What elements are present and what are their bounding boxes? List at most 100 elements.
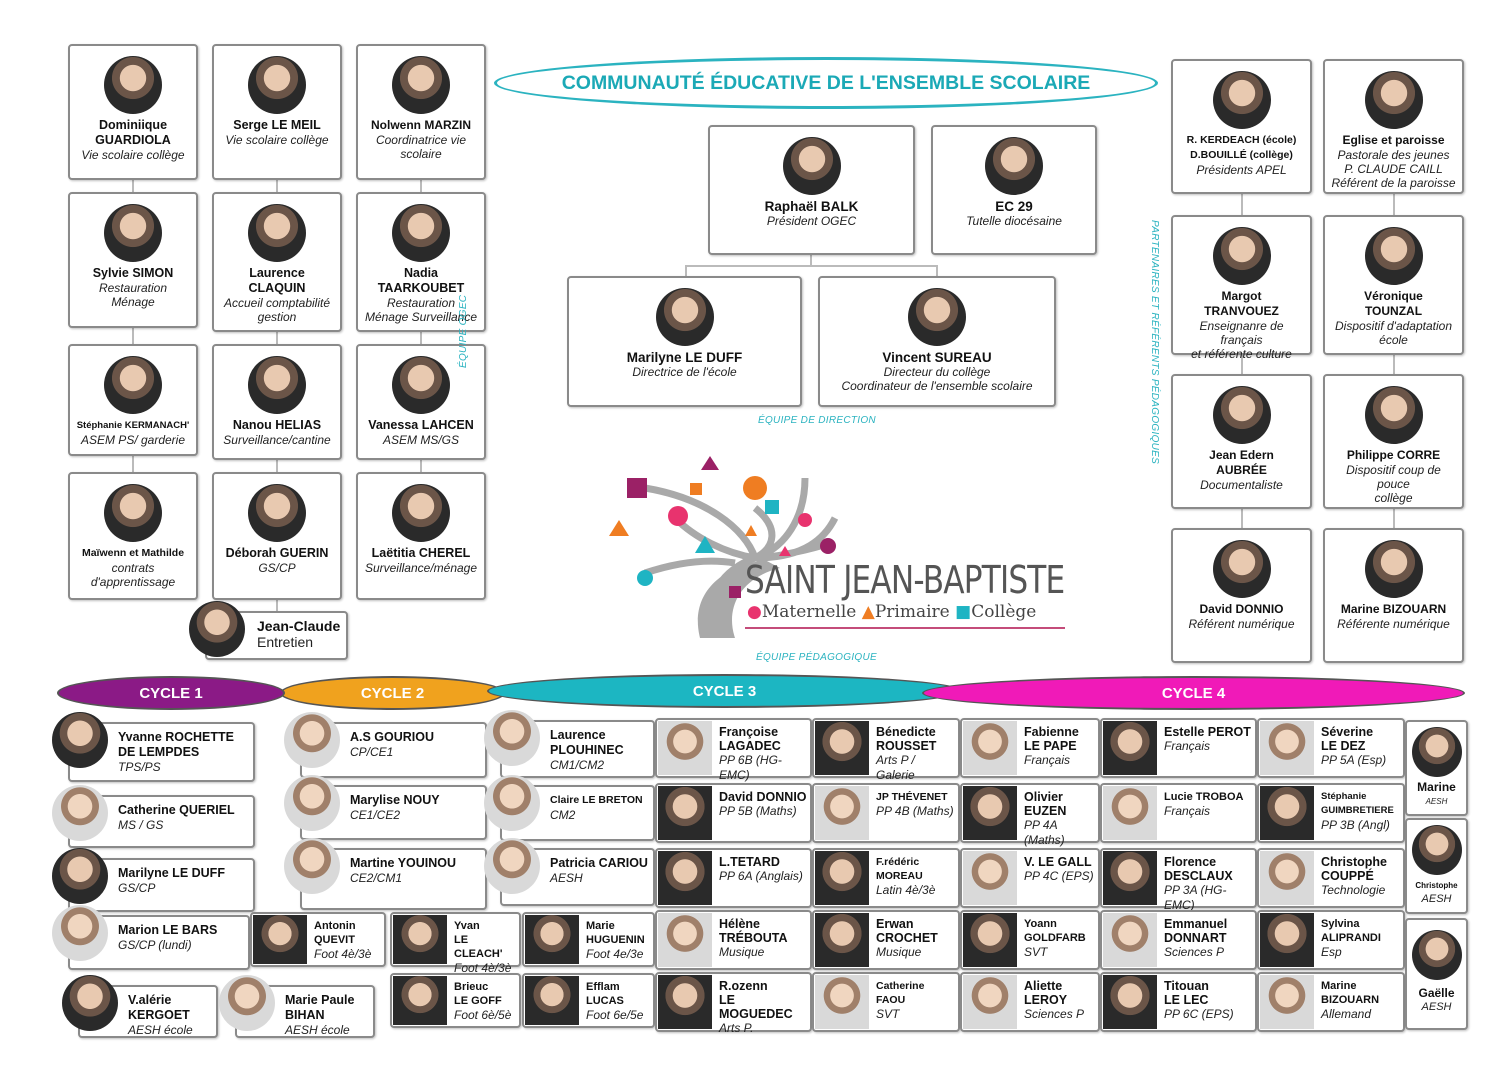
connector-line bbox=[132, 456, 134, 472]
page-title: COMMUNAUTÉ ÉDUCATIVE DE L'ENSEMBLE SCOLA… bbox=[494, 57, 1158, 109]
person-role: ASEM PS/ garderie bbox=[80, 433, 186, 447]
avatar bbox=[525, 915, 579, 964]
person-name: Brieuc LE GOFF bbox=[454, 981, 502, 1007]
avatar bbox=[963, 975, 1017, 1029]
person-role: Allemand bbox=[1321, 1007, 1372, 1021]
person-role: Français bbox=[1024, 753, 1071, 767]
avatar bbox=[658, 786, 712, 840]
avatar bbox=[1103, 975, 1157, 1029]
card-text: Stéphanie KERMANACH'ASEM PS/ garderie bbox=[74, 418, 192, 447]
tree-logo-icon bbox=[609, 456, 1065, 638]
person-role: Présidents APEL bbox=[1196, 163, 1287, 177]
person-card: R. KERDEACH (école) D.BOUILLÉ (collège) P… bbox=[1171, 59, 1312, 194]
avatar bbox=[1212, 386, 1271, 444]
avatar bbox=[1364, 540, 1423, 598]
person-name: A.S GOURIOU bbox=[350, 730, 435, 744]
person-name: Antonin QUEVIT bbox=[314, 920, 356, 946]
partenaires-label: PARTENAIRES ET RÉFÉRENTS PÉDAGOGIQUES bbox=[1149, 220, 1160, 465]
avatar bbox=[392, 484, 450, 542]
connector-line bbox=[276, 600, 278, 611]
person-name: Hélène TRÉBOUTA bbox=[719, 917, 788, 945]
school-levels: ●Maternelle ▲Primaire ■Collège bbox=[747, 602, 1036, 622]
person-role: Pastorale des jeunes P. CLAUDE CAILL Réf… bbox=[1331, 148, 1456, 190]
person-name: Nolwenn MARZIN bbox=[371, 118, 471, 132]
avatar bbox=[1212, 227, 1271, 285]
person-name: Sylvie SIMON bbox=[92, 266, 174, 280]
person-name: V. LE GALL bbox=[1024, 855, 1092, 869]
person-role: Référent numérique bbox=[1188, 617, 1295, 631]
avatar bbox=[1411, 930, 1462, 980]
person-card: Yvan LE CLEACH'Foot 4è/3è bbox=[390, 912, 521, 975]
person-name: V.alérie KERGOET bbox=[128, 993, 190, 1022]
avatar bbox=[219, 975, 275, 1031]
person-role: Français bbox=[1164, 804, 1211, 818]
person-role: GS/CP bbox=[118, 881, 156, 895]
person-role: AESH bbox=[1421, 893, 1452, 905]
square-icon: ■ bbox=[955, 602, 972, 622]
person-name: Déborah GUERIN bbox=[225, 546, 329, 560]
avatar bbox=[1260, 975, 1314, 1029]
person-name: R. KERDEACH (école) D.BOUILLÉ (collège) bbox=[1186, 134, 1297, 161]
avatar bbox=[1103, 721, 1157, 775]
person-role: Arts P / Galerie bbox=[876, 753, 915, 782]
person-role: AESH école bbox=[128, 1023, 193, 1037]
person-name: Efflam LUCAS bbox=[586, 981, 624, 1007]
person-name: Séverine LE DEZ bbox=[1321, 725, 1374, 753]
person-name: Jean-Claude bbox=[257, 618, 341, 634]
avatar bbox=[392, 356, 450, 414]
person-name: Lucie TROBOA bbox=[1164, 791, 1244, 803]
person-role: CM2 bbox=[550, 808, 576, 822]
person-name: Marylise NOUY bbox=[350, 793, 440, 807]
avatar bbox=[253, 915, 307, 964]
person-name: Serge LE MEIL bbox=[233, 118, 321, 132]
person-role: CE2/CM1 bbox=[350, 871, 403, 885]
avatar bbox=[658, 851, 712, 905]
person-role: Enseignanre de français et référente cul… bbox=[1191, 319, 1292, 361]
avatar bbox=[484, 775, 540, 831]
avatar bbox=[104, 356, 162, 414]
avatar bbox=[963, 721, 1017, 775]
avatar bbox=[963, 786, 1017, 840]
person-role: MS / GS bbox=[118, 818, 164, 832]
connector-line bbox=[132, 180, 134, 192]
card-text: R. KERDEACH (école) D.BOUILLÉ (collège) P… bbox=[1177, 133, 1306, 177]
avatar bbox=[1260, 721, 1314, 775]
avatar bbox=[1260, 851, 1314, 905]
avatar bbox=[815, 975, 869, 1029]
person-role: ASEM MS/GS bbox=[382, 433, 459, 447]
connector-line bbox=[1393, 509, 1395, 528]
circle-icon: ● bbox=[747, 602, 762, 622]
person-name: Christophe bbox=[1415, 881, 1458, 890]
